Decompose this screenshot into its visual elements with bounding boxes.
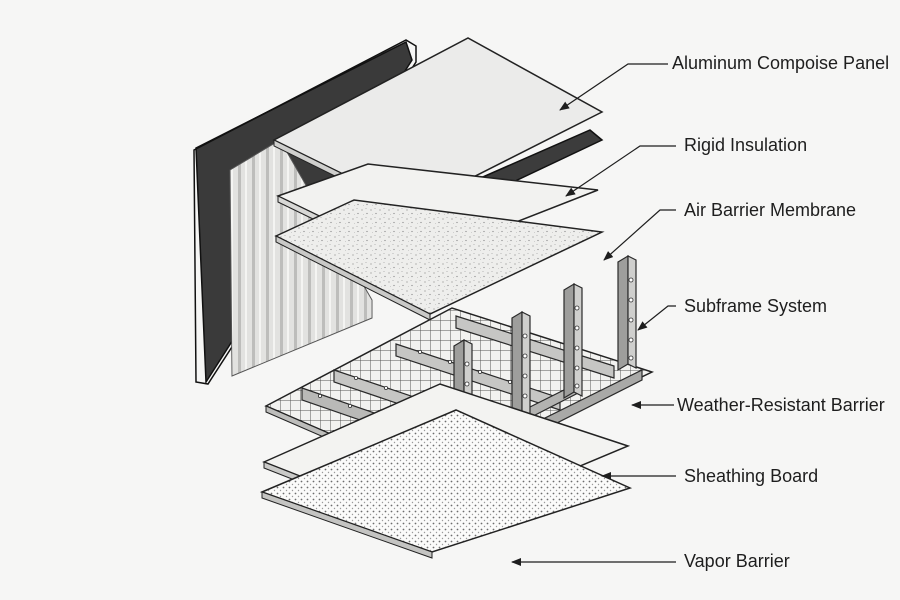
label-vapor-barrier: Vapor Barrier <box>684 551 790 571</box>
leader-subframe <box>637 305 676 331</box>
vapor-barrier-layer <box>259 409 633 559</box>
callout-leaders <box>511 63 676 566</box>
subframe-post <box>563 282 583 400</box>
subframe-post <box>617 254 637 372</box>
corrugated-sheet <box>229 139 373 377</box>
speckled-board-layer <box>274 199 605 321</box>
label-rigid-insulation: Rigid Insulation <box>684 135 808 155</box>
leader-rigid-insulation <box>565 145 676 197</box>
steel-column-flange <box>193 39 417 385</box>
leader-aluminum-panel <box>559 63 668 111</box>
label-sheathing-board: Sheathing Board <box>684 466 819 486</box>
label-air-barrier-membrane: Air Barrier Membrane <box>684 200 857 220</box>
label-weather-resistant-barrier: Weather-Resistant Barrier <box>677 395 885 415</box>
leader-air-barrier <box>603 209 676 261</box>
label-subframe-system: Subframe System <box>684 296 828 316</box>
label-aluminum-composite-panel: Aluminum Compoise Panel <box>672 53 890 73</box>
